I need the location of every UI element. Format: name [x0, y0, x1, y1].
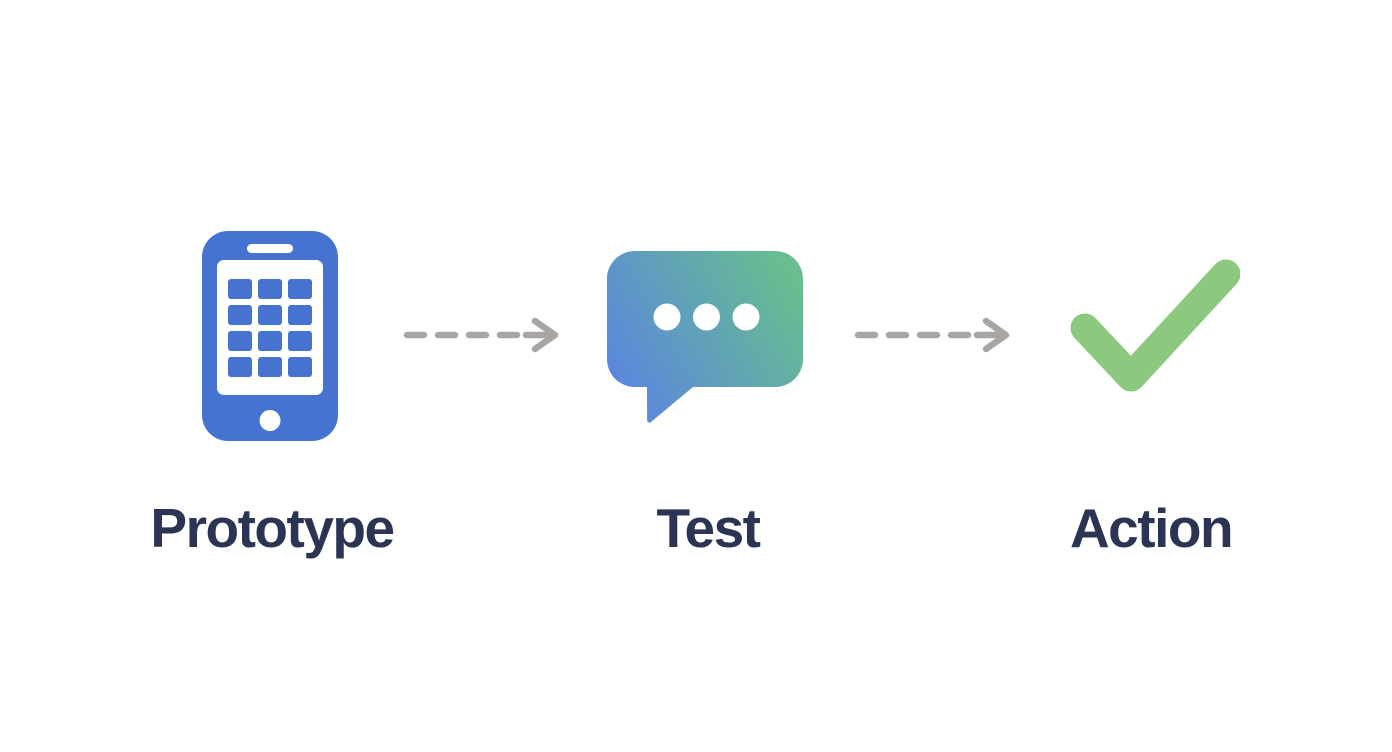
step-label-test: Test	[656, 497, 761, 559]
phone-grid-cell	[258, 304, 282, 325]
dashed-arrow-icon	[854, 317, 1010, 353]
phone-grid-cell	[258, 278, 282, 299]
phone-grid-cell	[288, 356, 312, 377]
chat-bubble-icon	[607, 251, 803, 423]
smartphone-icon	[202, 231, 338, 441]
bubble-dot	[693, 303, 720, 331]
phone-grid-cell	[258, 330, 282, 351]
phone-grid-cell	[228, 330, 252, 351]
phone-speaker	[247, 244, 293, 253]
phone-grid-cell	[288, 278, 312, 299]
phone-grid-cell	[288, 304, 312, 325]
phone-home-button	[259, 410, 281, 431]
bubble-dot	[732, 303, 760, 331]
phone-grid-cell	[228, 304, 252, 325]
step-label-action: Action	[1069, 497, 1234, 559]
phone-screen	[217, 260, 323, 395]
phone-grid-cell	[228, 356, 252, 377]
step-label-prototype: Prototype	[150, 497, 395, 559]
phone-grid-cell	[288, 330, 312, 351]
dashed-arrow-icon	[403, 317, 559, 353]
phone-grid-cell	[228, 278, 252, 299]
bubble-dot	[653, 303, 681, 331]
phone-grid-cell	[258, 356, 282, 377]
checkmark-icon	[1070, 259, 1240, 392]
